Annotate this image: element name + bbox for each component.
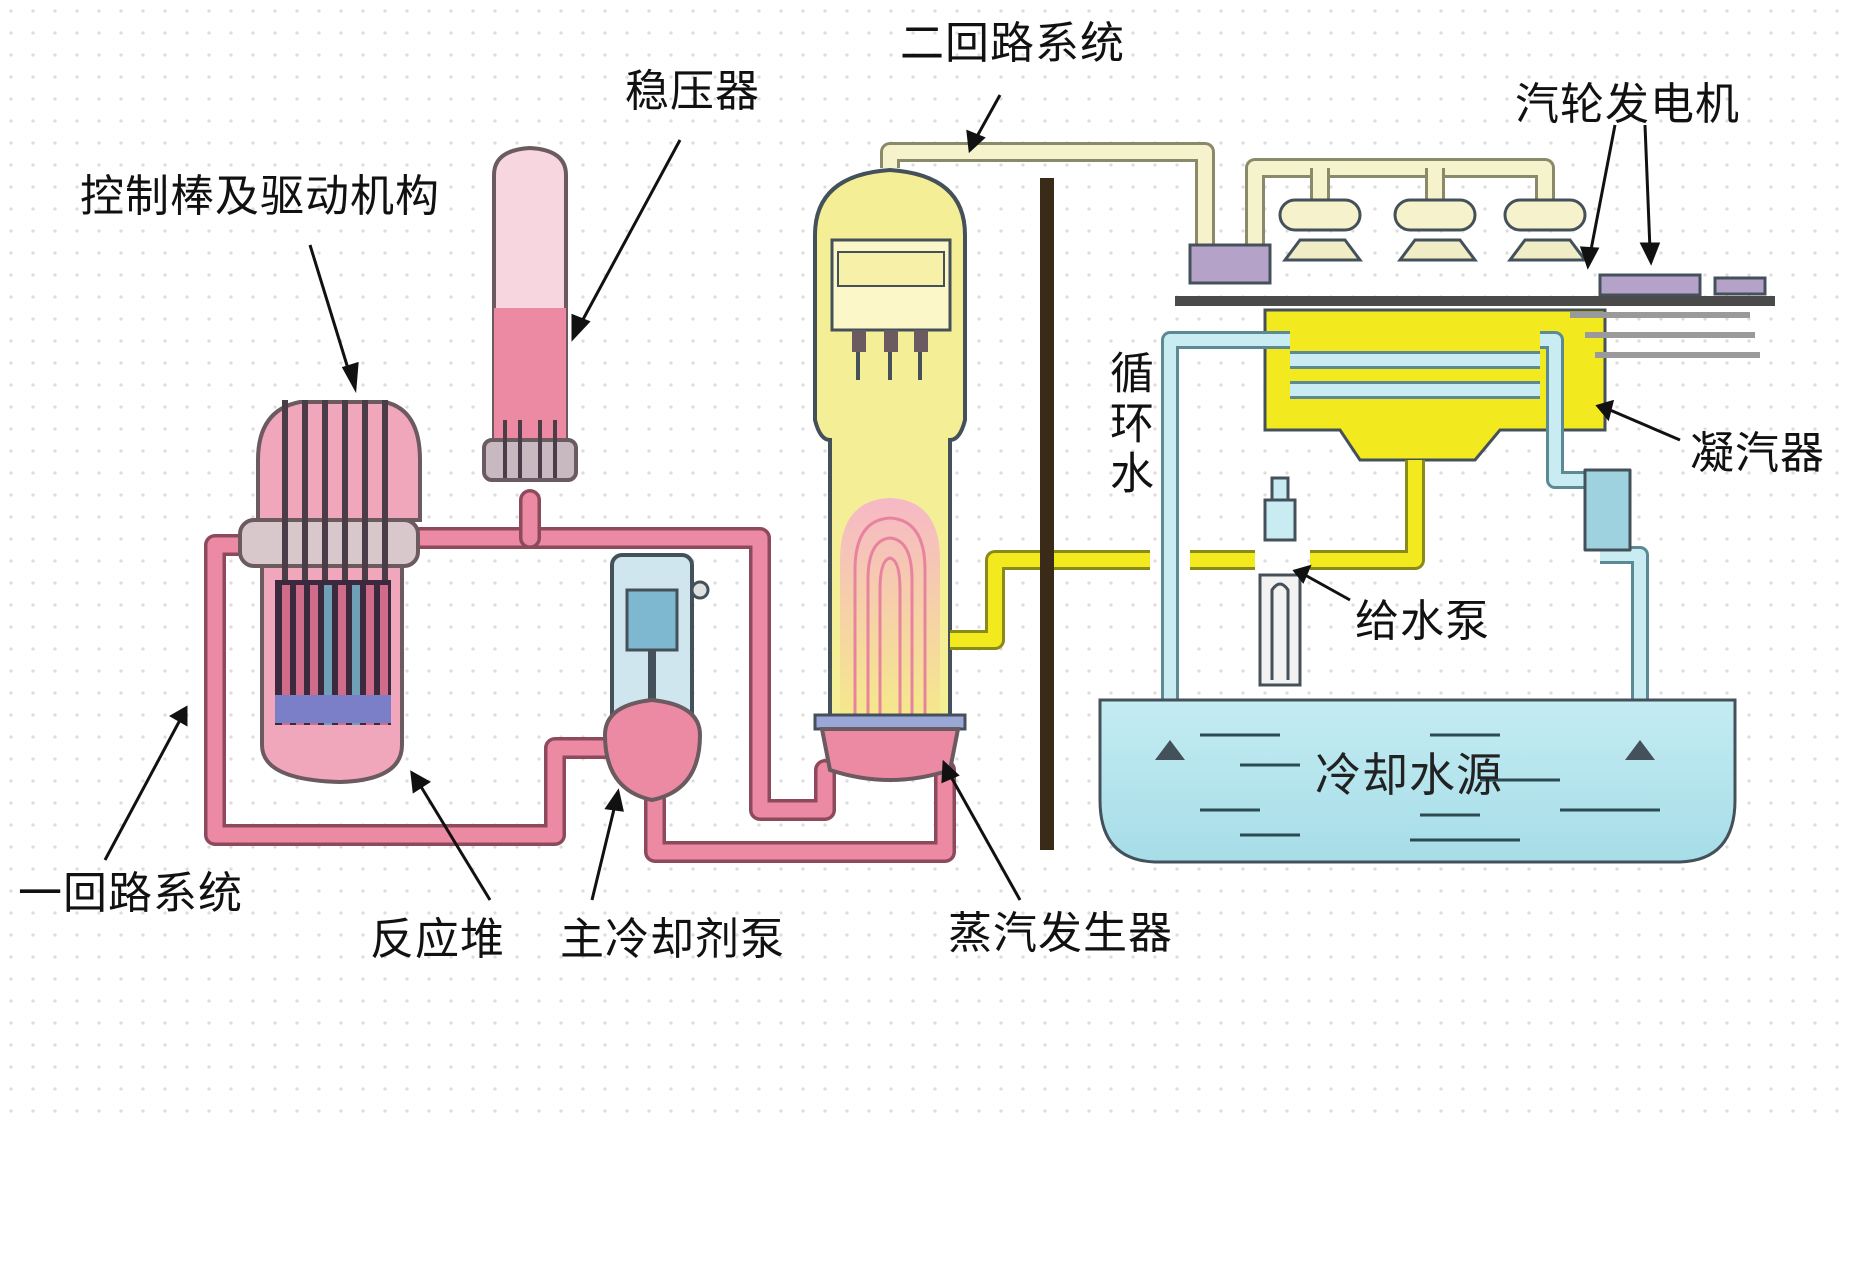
reactor-core: [275, 580, 391, 725]
label-cooling-source: 冷却水源: [1315, 748, 1503, 802]
label-turbine-generator: 汽轮发电机: [1515, 79, 1740, 130]
label-reactor: 反应堆: [370, 914, 505, 965]
label-circulating-water: 循环水: [1102, 350, 1153, 500]
containment-wall: [1040, 178, 1054, 850]
control-rods: [282, 400, 388, 580]
main-coolant-pump: [602, 553, 710, 803]
label-feed-pump: 给水泵: [1355, 596, 1490, 647]
pressurizer: [482, 145, 578, 482]
cooling-water-pool: [1098, 698, 1737, 864]
label-main-coolant-pump: 主冷却剂泵: [560, 914, 785, 965]
secondary-steam-pipe: [880, 142, 1555, 245]
cooling-water-pipes: [1161, 331, 1649, 750]
leader-arrows: [103, 94, 1681, 901]
label-condenser: 凝汽器: [1690, 428, 1825, 479]
steam-generator: [813, 150, 967, 782]
primary-loop-pipes: [204, 489, 956, 863]
feed-pump: [1258, 476, 1302, 687]
label-primary-loop: 一回路系统: [18, 868, 243, 919]
feedwater-pipe: [950, 460, 1425, 650]
label-pressurizer: 稳压器: [625, 66, 760, 117]
heat-tubes: [853, 516, 927, 720]
label-secondary-loop: 二回路系统: [900, 18, 1125, 69]
reactor-vessel: [238, 400, 422, 785]
turbine-generator: [1175, 198, 1775, 306]
label-control-rods: 控制棒及驱动机构: [80, 171, 440, 222]
label-steam-generator: 蒸汽发生器: [948, 908, 1173, 959]
